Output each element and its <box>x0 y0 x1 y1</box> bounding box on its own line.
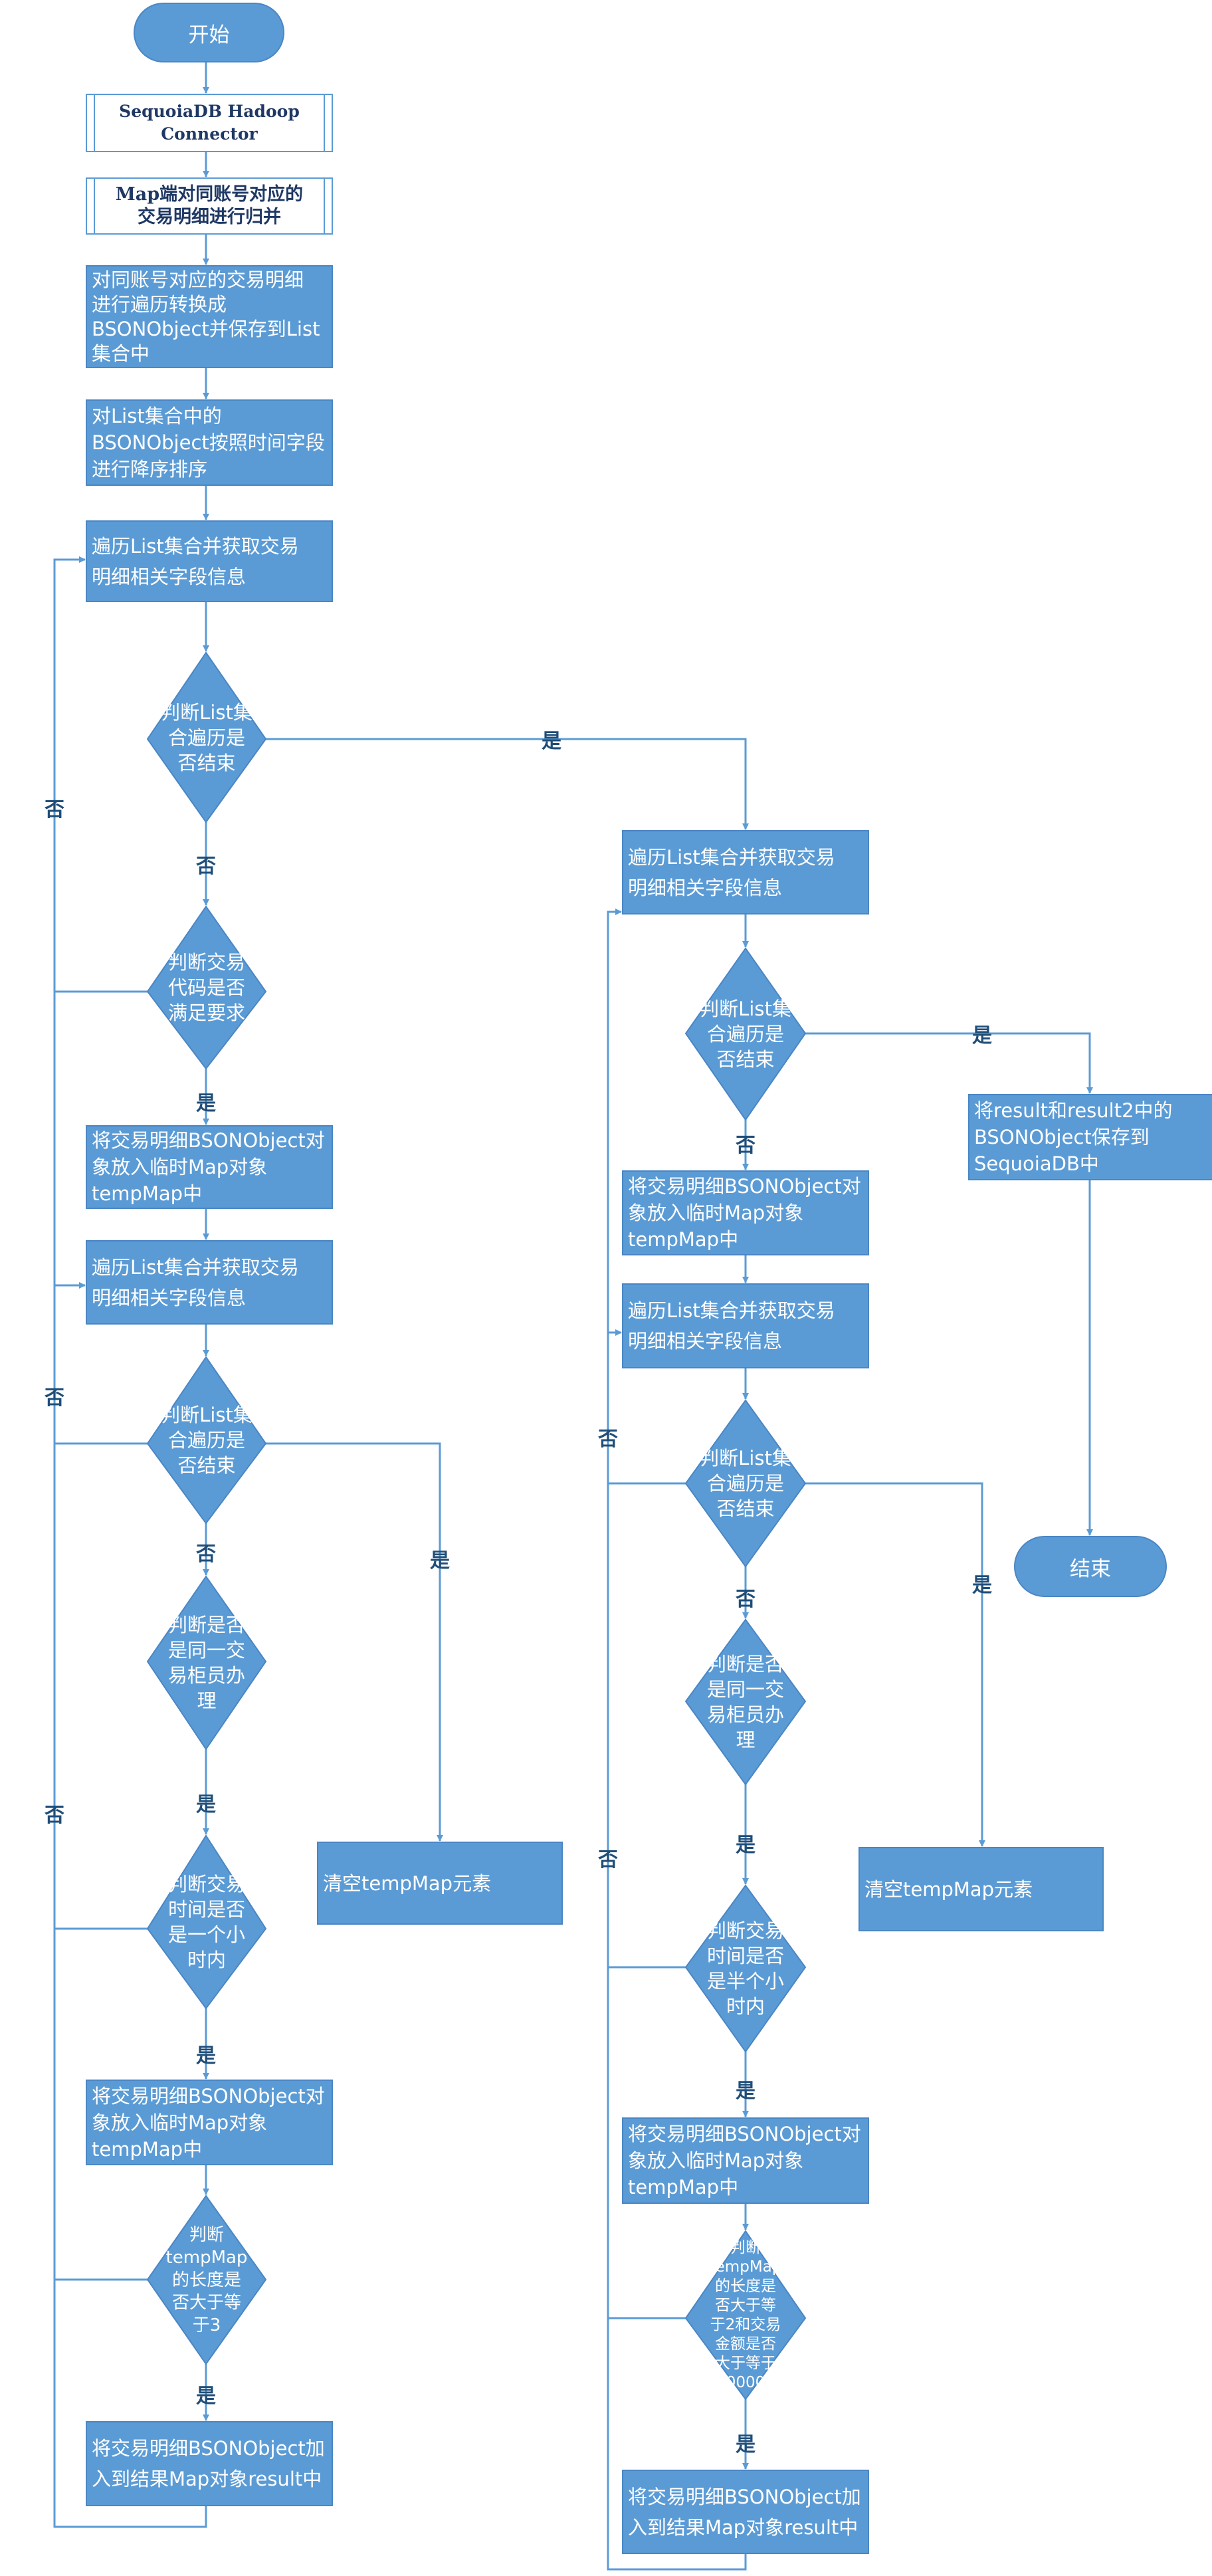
check-half-hour-label: 判断交易 时间是否 是半个小 时内 <box>706 1919 784 2018</box>
clear-temp-label-left: 清空tempMap元素 <box>323 1872 492 1895</box>
add-result-box-right <box>622 2470 869 2554</box>
edge-label-no: 否 <box>598 1848 618 1872</box>
clear-temp-label-right: 清空tempMap元素 <box>864 1878 1033 1901</box>
traverse-box-right-1 <box>622 830 869 914</box>
hadoop-connector-box <box>86 94 333 152</box>
edge-label-no: 否 <box>196 855 216 878</box>
check-code-label: 判断交易 代码是否 满足要求 <box>167 951 245 1024</box>
end-oval <box>1014 1536 1167 1597</box>
convert-box <box>86 265 333 368</box>
check-end-label-right-1: 判断List集 合遍历是 否结束 <box>700 998 791 1071</box>
check-len2-amount-label: 判断 tempMap 的长度是 否大于等 于2和交易 金额是否 大于等于 100… <box>709 2238 782 2391</box>
traverse-label-left-1: 遍历List集合并获取交易 明细相关字段信息 <box>92 534 299 588</box>
add-result-label-right: 将交易明细BSONObject加 入到结果Map对象result中 <box>628 2485 861 2539</box>
clear-temp-box-left <box>317 1842 563 1925</box>
put-temp-box-left-1 <box>86 1125 333 1209</box>
put-temp-label-right-1: 将交易明细BSONObject对 象放入临时Map对象 tempMap中 <box>628 1175 861 1251</box>
edge-label-yes: 是 <box>736 2080 756 2103</box>
flow-connectors <box>53 62 1093 2571</box>
check-len3-label: 判断 tempMap 的长度是 否大于等 于3 <box>165 2224 248 2335</box>
check-clerk-label-right: 判断是否 是同一交 易柜员办 理 <box>706 1653 784 1751</box>
put-temp-label-left-1: 将交易明细BSONObject对 象放入临时Map对象 tempMap中 <box>92 1129 325 1205</box>
sort-box <box>86 399 333 486</box>
edge-label-yes: 是 <box>196 1793 216 1816</box>
end-label: 结束 <box>1070 1556 1111 1581</box>
check-clerk-label-left: 判断是否 是同一交 易柜员办 理 <box>167 1614 245 1712</box>
check-end-label-right-2: 判断List集 合遍历是 否结束 <box>700 1447 791 1520</box>
edge-label-no: 否 <box>736 1588 756 1611</box>
check-hour-diamond <box>146 1834 267 2010</box>
check-end-diamond-left-1 <box>146 651 267 823</box>
flow-shapes <box>86 3 1212 2554</box>
sort-label: 对List集合中的 BSONObject按照时间字段 进行降序排序 <box>92 405 325 481</box>
check-end-diamond-left-2 <box>146 1356 267 1525</box>
check-half-hour-diamond <box>684 1884 807 2053</box>
connector-label: SequoiaDB Hadoop Connector <box>119 102 300 144</box>
edge-label-no: 否 <box>736 1134 756 1157</box>
put-temp-box-right-2 <box>622 2117 869 2204</box>
add-result-box-left <box>86 2421 333 2506</box>
check-code-diamond <box>146 905 267 1070</box>
map-merge-label: Map端对同账号对应的 交易明细进行归并 <box>115 184 304 227</box>
edge-label-no: 否 <box>45 798 64 821</box>
check-end-diamond-right-2 <box>684 1399 807 1568</box>
convert-label: 对同账号对应的交易明细 进行遍历转换成 BSONObject并保存到List 集… <box>92 268 320 365</box>
edge-label-yes: 是 <box>430 1549 450 1572</box>
put-temp-label-right-2: 将交易明细BSONObject对 象放入临时Map对象 tempMap中 <box>628 2123 861 2199</box>
check-end-label-left-1: 判断List集 合遍历是 否结束 <box>161 700 252 774</box>
save-db-box <box>968 1094 1212 1180</box>
edge-label-yes: 是 <box>736 2433 756 2456</box>
save-db-label: 将result和result2中的 BSONObject保存到 SequoiaD… <box>974 1099 1173 1175</box>
edge-label-yes: 是 <box>736 1834 756 1857</box>
put-temp-box-left-2 <box>86 2080 333 2165</box>
put-temp-box-right-1 <box>622 1170 869 1255</box>
traverse-label-left-2: 遍历List集合并获取交易 明细相关字段信息 <box>92 1255 299 1309</box>
edge-label-yes: 是 <box>196 2044 216 2068</box>
check-end-diamond-right-1 <box>684 947 807 1121</box>
check-clerk-diamond-right <box>684 1618 807 1786</box>
start-oval <box>134 3 284 62</box>
edge-label-yes: 是 <box>542 730 561 753</box>
check-len3-diamond <box>146 2195 267 2365</box>
check-len2-amount-diamond <box>684 2230 807 2401</box>
map-merge-box <box>86 177 333 235</box>
traverse-label-right-1: 遍历List集合并获取交易 明细相关字段信息 <box>628 845 835 899</box>
clear-temp-box-right <box>858 1847 1104 1931</box>
check-clerk-diamond-left <box>146 1575 267 1751</box>
traverse-box-left-2 <box>86 1240 333 1325</box>
traverse-box-right-2 <box>622 1283 869 1368</box>
edge-label-no: 否 <box>45 1804 64 1827</box>
check-end-label-left-2: 判断List集 合遍历是 否结束 <box>161 1404 252 1477</box>
add-result-label-left: 将交易明细BSONObject加 入到结果Map对象result中 <box>92 2437 325 2490</box>
traverse-box-left-1 <box>86 520 333 602</box>
edge-label-no: 否 <box>45 1386 64 1410</box>
check-hour-label: 判断交易 时间是否 是一个小 时内 <box>167 1873 245 1971</box>
traverse-label-right-2: 遍历List集合并获取交易 明细相关字段信息 <box>628 1299 835 1352</box>
start-label: 开始 <box>188 23 230 47</box>
edge-label-yes: 是 <box>196 1092 216 1115</box>
edge-label-yes: 是 <box>972 1574 992 1597</box>
edge-label-no: 否 <box>598 1428 618 1451</box>
edge-label-yes: 是 <box>196 2385 216 2408</box>
edge-label-yes: 是 <box>972 1024 992 1047</box>
put-temp-label-left-2: 将交易明细BSONObject对 象放入临时Map对象 tempMap中 <box>92 2084 325 2161</box>
edge-label-no: 否 <box>196 1543 216 1566</box>
